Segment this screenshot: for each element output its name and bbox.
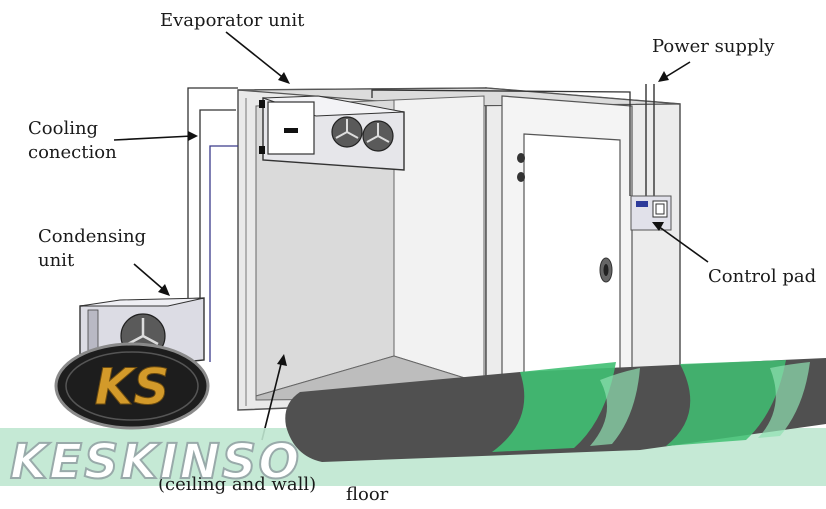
- evaporator-fan-2-blades: [366, 123, 390, 143]
- control-pad-button: [652, 200, 668, 218]
- label-power-supply: Power supply: [652, 36, 775, 57]
- label-floor: floor: [346, 484, 389, 505]
- label-condensing-line1: Condensing: [38, 226, 146, 247]
- arrow-evaporator: [225, 31, 287, 81]
- cooling-pipes: [187, 87, 631, 362]
- cooling-pipe-inner: [209, 145, 238, 362]
- labels: Evaporator unit Power supply Cooling con…: [28, 10, 816, 287]
- watermark-wordmark: KESKINSO: [10, 434, 301, 490]
- arrow-walls: [261, 359, 283, 441]
- arrow-cooling: [113, 135, 193, 141]
- label-control-pad: Control pad: [708, 266, 816, 287]
- arrow-walls-head: [277, 354, 287, 366]
- interior-back-wall: [393, 95, 485, 385]
- door-handle-grip: [603, 264, 609, 276]
- arrow-power: [663, 61, 691, 79]
- cooling-pipe-middle: [199, 109, 236, 300]
- watermark-logo-badge: [54, 342, 210, 430]
- arrow-power-head: [658, 71, 669, 82]
- evaporator-unit: [259, 95, 405, 171]
- evaporator-fan-1-blades: [335, 119, 359, 139]
- watermark-ribbon-green-1: [492, 362, 616, 452]
- door-hinge-middle: [517, 172, 525, 182]
- watermark-ribbon-green-2: [666, 360, 786, 446]
- control-pad-button-inner: [655, 203, 665, 215]
- control-pad-display: [636, 201, 648, 207]
- evaporator-line: [371, 89, 631, 196]
- label-cooling-line2: conection: [28, 142, 117, 163]
- door-panel: [523, 133, 621, 381]
- label-cooling-line1: Cooling: [28, 118, 98, 139]
- control-pad: [630, 195, 672, 231]
- condensing-unit-top: [79, 297, 205, 307]
- arrow-control-head: [652, 222, 664, 231]
- evaporator-panel-slot: [284, 128, 298, 133]
- label-condensing-line2: unit: [38, 250, 75, 271]
- door-hinge-top: [517, 153, 525, 163]
- callout-arrows: [113, 31, 709, 441]
- label-evaporator-unit: Evaporator unit: [160, 10, 305, 31]
- label-ceiling-and-wall: (ceiling and wall): [158, 474, 316, 495]
- arrow-cooling-head: [188, 131, 198, 141]
- door: [501, 95, 633, 391]
- power-supply-cables: [645, 84, 655, 198]
- watermark-logo-monogram: KS: [95, 358, 170, 416]
- cooling-pipe-outer: [187, 87, 238, 300]
- watermark-logo-ring: [65, 351, 199, 421]
- watermark-ribbon-highlight-2: [758, 362, 810, 438]
- evaporator-bracket-bottom: [259, 146, 265, 154]
- evaporator-bracket-top: [259, 100, 265, 108]
- watermark-ribbon-highlight-1: [590, 368, 640, 446]
- arrow-condensing: [133, 263, 165, 291]
- arrow-evaporator-head: [278, 72, 290, 84]
- arrow-control: [657, 225, 709, 263]
- arrow-condensing-head: [158, 284, 170, 296]
- watermark: door (ceiling and wall) KS KESKINSO floo…: [0, 342, 826, 505]
